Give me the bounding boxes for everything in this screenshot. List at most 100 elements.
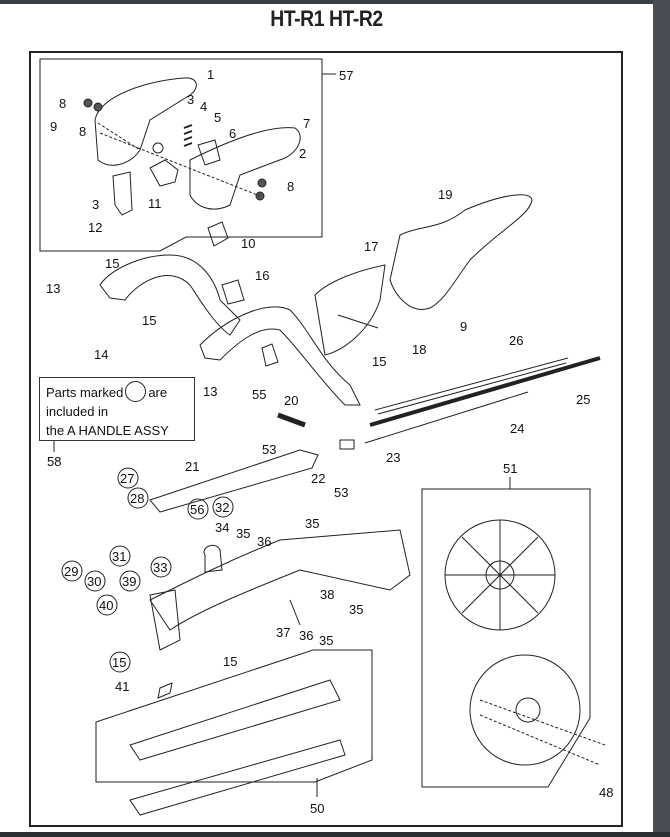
part-4 xyxy=(152,142,164,154)
part-55 xyxy=(261,343,279,367)
callout-35b: 35 xyxy=(305,516,319,531)
callout-26: 26 xyxy=(509,333,523,348)
callout-33: 33 xyxy=(153,560,167,575)
callout-14: 14 xyxy=(94,347,108,362)
callout-35d: 35 xyxy=(319,633,333,648)
group-57-box xyxy=(39,58,323,252)
callout-38: 38 xyxy=(320,587,334,602)
callout-8c: 8 xyxy=(287,179,294,194)
part-24-rod xyxy=(364,391,529,444)
part-7-plate xyxy=(189,127,301,210)
callout-15e: 15 xyxy=(223,654,237,669)
part-21-lever xyxy=(149,449,319,513)
part-8-nut xyxy=(83,98,93,108)
part-40 xyxy=(149,589,181,651)
part-16 xyxy=(221,279,245,305)
part-11 xyxy=(149,159,179,187)
part-10 xyxy=(207,221,229,247)
callout-13b: 13 xyxy=(203,384,217,399)
callout-9b: 9 xyxy=(460,319,467,334)
rail-lower xyxy=(129,739,346,816)
handle-assy-note: Parts marked are included in the A HANDLE… xyxy=(39,377,195,441)
callout-53b: 53 xyxy=(334,485,348,500)
diagram-frame xyxy=(29,51,623,827)
part-23 xyxy=(339,439,355,450)
group-51-box xyxy=(421,488,591,788)
callout-2: 2 xyxy=(299,146,306,161)
callout-4: 4 xyxy=(200,99,207,114)
part-17 xyxy=(314,264,386,356)
part-6 xyxy=(197,139,221,166)
callout-58: 58 xyxy=(47,454,61,469)
part-34 xyxy=(203,544,223,573)
part-18-pin xyxy=(337,314,379,329)
callout-39: 39 xyxy=(122,574,136,589)
callout-36: 36 xyxy=(257,534,271,549)
callout-37: 37 xyxy=(276,625,290,640)
part-25-rod xyxy=(369,356,601,427)
callout-15b: 15 xyxy=(142,313,156,328)
callout-36b: 36 xyxy=(299,628,313,643)
callout-12: 12 xyxy=(88,220,102,235)
callout-17: 17 xyxy=(364,239,378,254)
note-line1-start: Parts marked xyxy=(46,385,124,400)
callout-7: 7 xyxy=(303,116,310,131)
viewer-scrollbar-track[interactable] xyxy=(653,0,670,837)
callout-55: 55 xyxy=(252,387,266,402)
callout-50: 50 xyxy=(310,801,324,816)
window-bottom-edge xyxy=(0,832,670,837)
callout-18: 18 xyxy=(412,342,426,357)
note-line3: the A HANDLE ASSY xyxy=(46,423,169,438)
callout-15: 15 xyxy=(105,256,119,271)
callout-51: 51 xyxy=(503,461,517,476)
part-12 xyxy=(112,171,133,216)
callout-48: 48 xyxy=(599,785,613,800)
callout-11: 11 xyxy=(148,196,162,211)
callout-10: 10 xyxy=(241,236,255,251)
part-5-spring xyxy=(183,124,193,147)
callout-40: 40 xyxy=(99,598,113,613)
callout-24: 24 xyxy=(510,421,524,436)
part-19-handle xyxy=(389,194,533,310)
callout-32: 32 xyxy=(215,500,229,515)
callout-28: 28 xyxy=(130,491,144,506)
rail-upper xyxy=(129,679,341,761)
callout-15d: 15 xyxy=(112,655,126,670)
page-title: HT-R1 HT-R2 xyxy=(270,6,383,31)
callout-9: 9 xyxy=(50,119,57,134)
callout-29: 29 xyxy=(64,564,78,579)
callout-27: 27 xyxy=(120,471,134,486)
note-line1-end: are xyxy=(148,385,168,400)
callout-1: 1 xyxy=(207,67,214,82)
note-line2: included in xyxy=(46,404,109,419)
part-8-nut xyxy=(257,178,267,188)
callout-20: 20 xyxy=(284,393,298,408)
callout-41: 41 xyxy=(115,679,129,694)
callout-53: 53 xyxy=(262,442,276,457)
callout-30: 30 xyxy=(87,574,101,589)
callout-19: 19 xyxy=(438,187,452,202)
part-41 xyxy=(157,682,173,699)
spool-lower xyxy=(469,654,581,766)
callout-3: 3 xyxy=(187,92,194,107)
callout-16: 16 xyxy=(255,268,269,283)
callout-31: 31 xyxy=(112,549,126,564)
callout-25: 25 xyxy=(576,392,590,407)
main-rail xyxy=(149,529,411,631)
callout-22: 22 xyxy=(311,471,325,486)
window-top-edge xyxy=(0,0,670,4)
callout-13: 13 xyxy=(46,281,60,296)
callout-8b: 8 xyxy=(79,124,86,139)
callout-6: 6 xyxy=(229,126,236,141)
callout-57: 57 xyxy=(339,68,353,83)
part-14-frame-left xyxy=(99,254,241,336)
part-1-plate xyxy=(94,77,197,166)
callout-8: 8 xyxy=(59,96,66,111)
callout-5: 5 xyxy=(214,110,221,125)
callout-21: 21 xyxy=(185,459,199,474)
callout-15c: 15 xyxy=(372,354,386,369)
callout-56: 56 xyxy=(190,502,204,517)
callout-35c: 35 xyxy=(349,602,363,617)
part-8-nut xyxy=(93,102,103,112)
